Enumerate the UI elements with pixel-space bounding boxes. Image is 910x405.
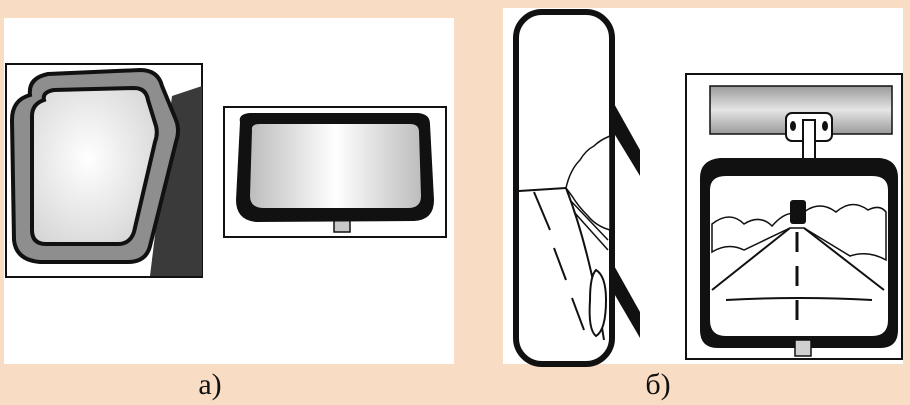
mirror-glass: [32, 88, 157, 244]
caption-a: а): [180, 364, 240, 405]
interior-mirror-road-view: [686, 74, 902, 359]
caption-b: б): [628, 364, 688, 405]
side-mirror-road-view: [516, 12, 640, 364]
interior-mirror-glass: [250, 124, 421, 208]
